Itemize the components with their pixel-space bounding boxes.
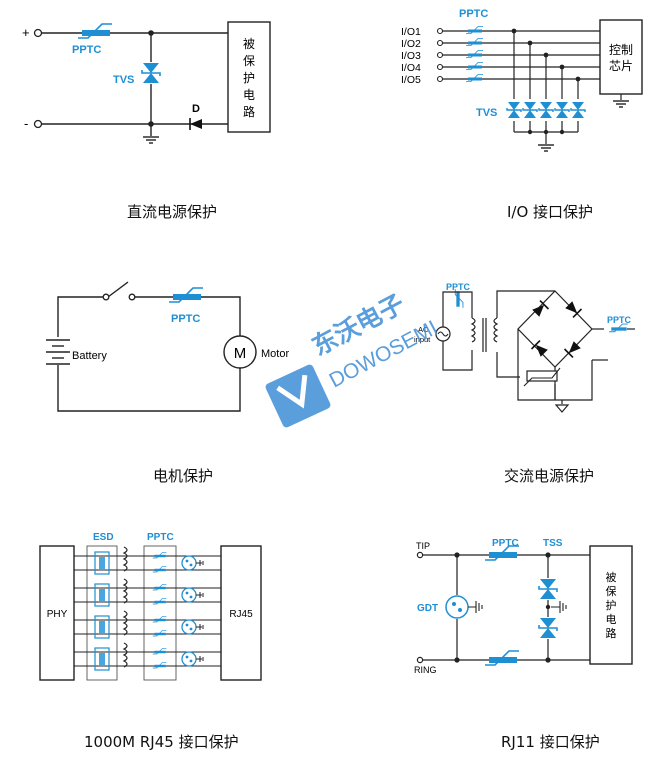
gdt-icon	[445, 595, 469, 619]
io-tvs-label: TVS	[476, 107, 497, 119]
dc-plus-label: +	[22, 25, 30, 40]
dc-box-char: 路	[243, 104, 255, 119]
io-line-label: I/O1	[401, 26, 421, 38]
io-chip-label: 控制	[609, 43, 633, 57]
motor-caption: 电机保护	[153, 467, 214, 485]
rj11-box-char: 电	[606, 613, 617, 626]
io-caption: I/O 接口保护	[507, 203, 594, 221]
rj11-box-char: 路	[606, 627, 617, 640]
protected-circuit-box	[227, 21, 271, 133]
tss-thyristor-icon	[538, 578, 558, 600]
battery-label: Battery	[72, 350, 107, 362]
ring-label: RING	[414, 665, 437, 675]
tvs-diode-icon	[141, 62, 161, 84]
varistor-icon	[523, 367, 561, 387]
bridge-diode-icon	[530, 339, 550, 359]
dc-box-char: 电	[243, 88, 255, 102]
ground-icon	[551, 601, 567, 613]
motor-label: Motor	[261, 348, 289, 360]
phy-label: PHY	[47, 609, 68, 620]
ac-caption: 交流电源保护	[504, 467, 595, 485]
tip-label: TIP	[416, 541, 430, 551]
pptc-array-icon	[465, 26, 484, 82]
pptc-icon	[168, 287, 204, 303]
panel-motor: PPTC Battery M Motor	[46, 281, 289, 412]
dc-minus-label: -	[24, 116, 28, 131]
rj45-pptc-label: PPTC	[147, 532, 174, 543]
tss-thyristor-icon	[538, 617, 558, 639]
ground-icon	[537, 144, 555, 152]
dowosemi-logo-icon	[265, 364, 331, 428]
diode-icon	[189, 117, 203, 131]
ground-icon	[142, 136, 160, 144]
esd-label: ESD	[93, 532, 114, 543]
watermark-logo: 东沃电子 DOWOSEMI	[265, 289, 441, 428]
dc-box-char: 护	[243, 71, 255, 85]
panel-dc-power: + - PPTC TVS D 被 保 护 电 路	[22, 21, 271, 144]
dc-caption: 直流电源保护	[127, 203, 218, 221]
pptc-array-icon	[152, 552, 167, 669]
panel-io-interface: I/O1 I/O2 I/O3 I/O4 I/O5 PPTC	[401, 8, 643, 152]
dc-box-char: 被	[243, 37, 255, 51]
ground-icon	[612, 100, 630, 108]
bridge-diode-icon	[530, 299, 550, 319]
io-line-label: I/O4	[401, 62, 421, 74]
dc-box-char: 保	[243, 54, 255, 68]
ac-pptc-right-label: PPTC	[607, 315, 632, 325]
pptc-icon	[484, 650, 520, 666]
control-chip-box	[599, 19, 643, 95]
panel-rj11: TIP RING PPTC TSS GDT 被 保 护 电	[414, 538, 633, 675]
dc-diode-label: D	[192, 103, 200, 115]
panel-rj45: PHY RJ45 ESD PPTC	[39, 532, 262, 681]
io-line-label: I/O3	[401, 50, 421, 62]
pptc-icon	[77, 23, 113, 39]
ac-input-label: input	[414, 335, 431, 344]
motor-symbol: M	[234, 345, 247, 362]
gdt-label: GDT	[417, 603, 438, 614]
motor-icon	[223, 335, 257, 369]
dc-pptc-label: PPTC	[72, 44, 101, 56]
motor-pptc-label: PPTC	[171, 313, 200, 325]
dc-tvs-label: TVS	[113, 74, 134, 86]
ground-icon	[554, 404, 570, 413]
ground-icon	[468, 601, 483, 613]
rj11-box-char: 保	[606, 584, 617, 598]
tvs-array-icon	[506, 101, 586, 119]
rj11-pptc-label: PPTC	[492, 538, 519, 549]
io-line-label: I/O2	[401, 38, 421, 50]
rj11-box-char: 被	[606, 571, 617, 584]
rj45-label: RJ45	[229, 609, 253, 620]
gdt-array-icon	[181, 555, 197, 667]
ac-input-label: AC	[418, 325, 429, 334]
transformer-array-icon	[123, 546, 128, 668]
ac-pptc-left-label: PPTC	[446, 282, 471, 292]
io-pptc-label: PPTC	[459, 8, 488, 20]
battery-icon	[46, 339, 70, 365]
rj11-box-char: 护	[606, 598, 617, 612]
rj45-connector-box	[220, 545, 262, 681]
phy-box	[39, 545, 75, 681]
protected-circuit-box	[589, 545, 633, 665]
pptc-icon	[608, 323, 629, 333]
rj45-caption: 1000M RJ45 接口保护	[84, 733, 239, 751]
io-chip-label: 芯片	[609, 59, 633, 73]
rj11-caption: RJ11 接口保护	[501, 733, 600, 751]
transformer-icon	[471, 317, 498, 352]
panel-ac-power: PPTC AC input	[414, 282, 635, 413]
io-line-label: I/O5	[401, 74, 421, 86]
tss-label: TSS	[543, 538, 563, 549]
